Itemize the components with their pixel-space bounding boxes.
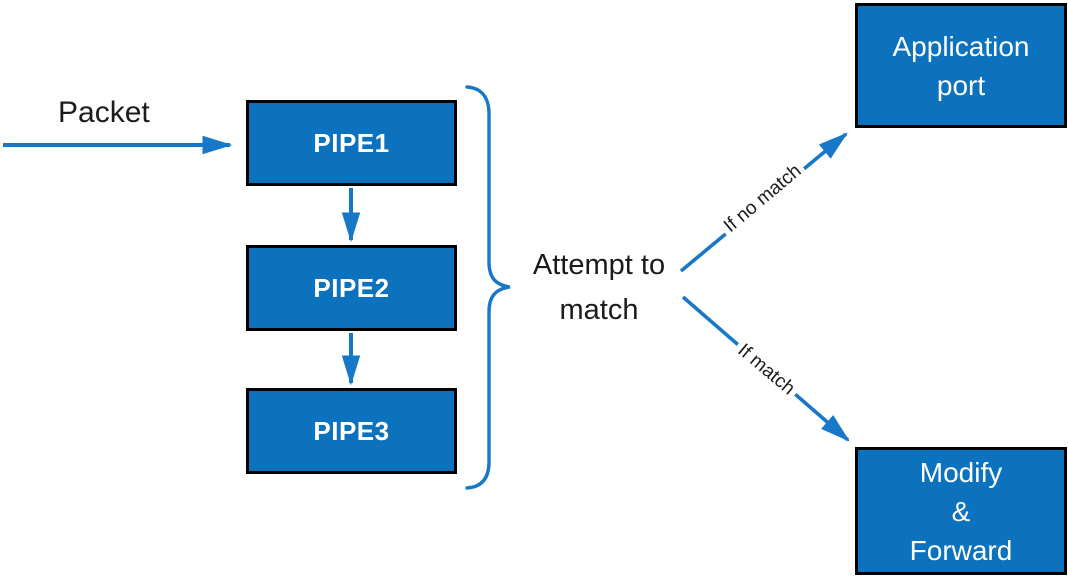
application-port-line2: port	[936, 69, 986, 101]
modify-forward-line1: Modify	[919, 456, 1003, 488]
group-brace	[465, 85, 511, 490]
packet-label: Packet	[58, 96, 150, 129]
pipe3-label: PIPE3	[313, 415, 390, 446]
pipe2-box: PIPE2	[246, 245, 457, 331]
pipe2-label: PIPE2	[313, 272, 390, 303]
modify-forward-box: Modify & Forward	[855, 447, 1067, 575]
pipe1-box: PIPE1	[246, 100, 457, 186]
modify-forward-line3: Forward	[909, 534, 1013, 566]
modify-forward-line2: &	[951, 495, 971, 527]
application-port-line1: Application	[892, 30, 1030, 62]
application-port-box: Application port	[855, 3, 1067, 128]
attempt-to-match-label: Attempt to match	[532, 249, 666, 326]
if-no-match-edge-label: If no match	[716, 157, 810, 241]
pipe3-box: PIPE3	[246, 388, 457, 474]
pipe1-label: PIPE1	[313, 127, 390, 158]
if-match-edge-label: If match	[729, 337, 802, 403]
